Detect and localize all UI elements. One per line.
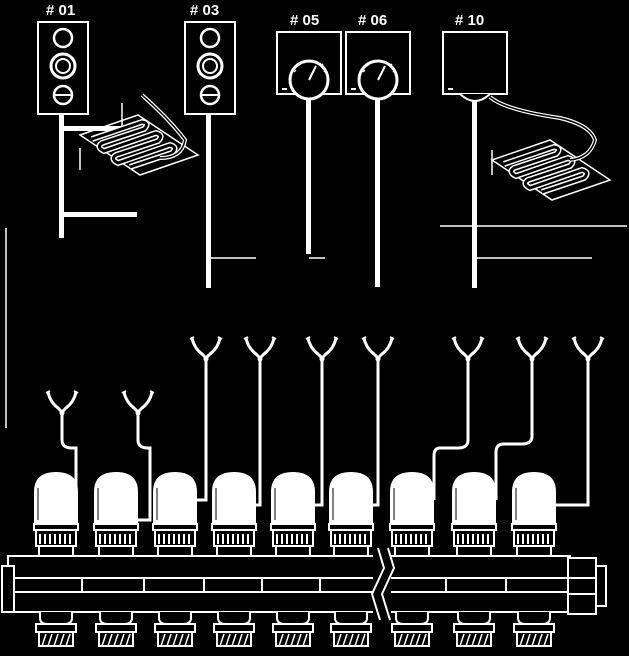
sensor-wires (44, 335, 606, 522)
actuator-1 (33, 471, 79, 557)
thermostat-06 (345, 31, 411, 287)
coupling-7 (391, 611, 433, 647)
unit-label-10: # 10 (455, 12, 485, 29)
actuator-2 (93, 471, 139, 557)
sensor-head-3 (188, 335, 224, 363)
thermostat-03 (184, 21, 256, 288)
coupling-3 (154, 611, 196, 647)
actuator-5 (270, 471, 316, 557)
unit-label-06: # 06 (358, 12, 388, 29)
thermostat-05 (276, 31, 342, 259)
sensor-head-4 (242, 335, 278, 363)
coupling-2 (95, 611, 137, 647)
sensor-head-6 (360, 335, 396, 363)
actuator-6 (328, 471, 374, 557)
sensor-head-8 (514, 335, 550, 363)
unit-label-05: # 05 (290, 12, 320, 29)
coupling-5 (272, 611, 314, 647)
actuator-8 (451, 471, 497, 557)
thermostat-01 (37, 21, 198, 238)
coupling-9 (513, 611, 555, 647)
actuator-7 (389, 471, 435, 557)
sensor-head-2 (120, 389, 156, 417)
unit-label-01: # 01 (46, 2, 76, 19)
unit-label-03: # 03 (190, 2, 220, 19)
actuator-9 (511, 471, 557, 557)
thermostat-10 (440, 31, 627, 288)
manifold (1, 547, 607, 621)
actuators (33, 471, 557, 557)
sensor-head-1 (44, 389, 80, 417)
coupling-8 (453, 611, 495, 647)
sensor-head-7 (450, 335, 486, 363)
actuator-3 (152, 471, 198, 557)
coupling-4 (213, 611, 255, 647)
sensor-head-5 (304, 335, 340, 363)
actuator-4 (211, 471, 257, 557)
sensor-head-9 (570, 335, 606, 363)
coupling-1 (35, 611, 77, 647)
coupling-6 (330, 611, 372, 647)
couplings (35, 611, 555, 647)
